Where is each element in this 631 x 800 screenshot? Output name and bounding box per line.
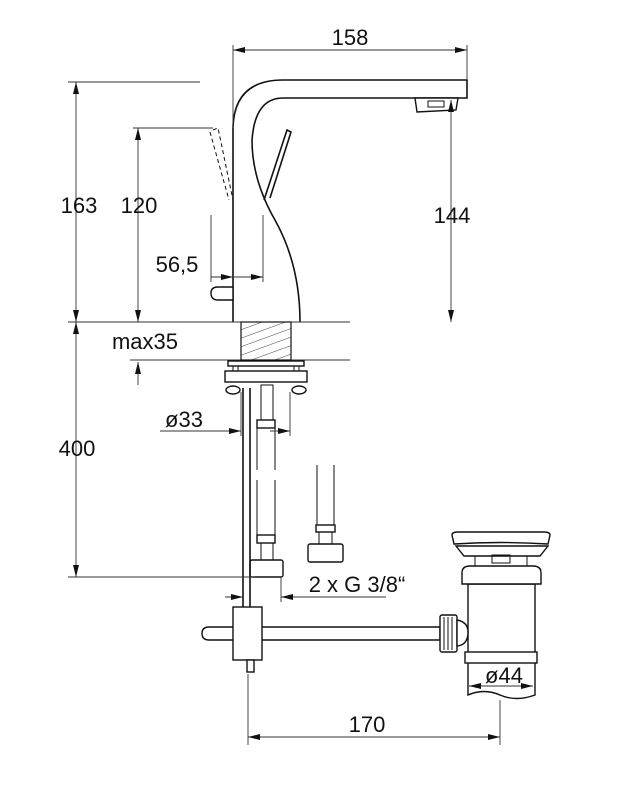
dim-label-144: 144 xyxy=(434,203,471,228)
dim-label-max35: max35 xyxy=(112,329,178,354)
dim-label-120: 120 xyxy=(121,193,158,218)
dim-label-400: 400 xyxy=(59,436,96,461)
dimension-lines xyxy=(68,45,533,745)
mounting-plate xyxy=(224,360,308,395)
dim-label-diameter-33: ø33 xyxy=(165,407,203,432)
dim-label-connections: 2 x G 3/8“ xyxy=(309,572,406,597)
supply-hose-1 xyxy=(249,384,284,578)
popup-rod xyxy=(242,388,251,607)
threaded-shank xyxy=(240,321,292,361)
aerator xyxy=(414,97,459,113)
lever-handle xyxy=(263,128,292,201)
supply-hose-2 xyxy=(307,465,344,563)
popup-waste xyxy=(451,531,551,700)
lever-open-position-dashed xyxy=(209,127,234,201)
faucet-body xyxy=(232,79,468,323)
popup-knob xyxy=(210,286,234,301)
dim-label-diameter-44: ø44 xyxy=(485,663,523,688)
dim-label-170: 170 xyxy=(349,712,386,737)
dim-label-56-5: 56,5 xyxy=(156,252,199,277)
dim-label-163: 163 xyxy=(61,193,98,218)
waste-linkage xyxy=(201,606,458,673)
dim-label-158: 158 xyxy=(332,25,369,50)
